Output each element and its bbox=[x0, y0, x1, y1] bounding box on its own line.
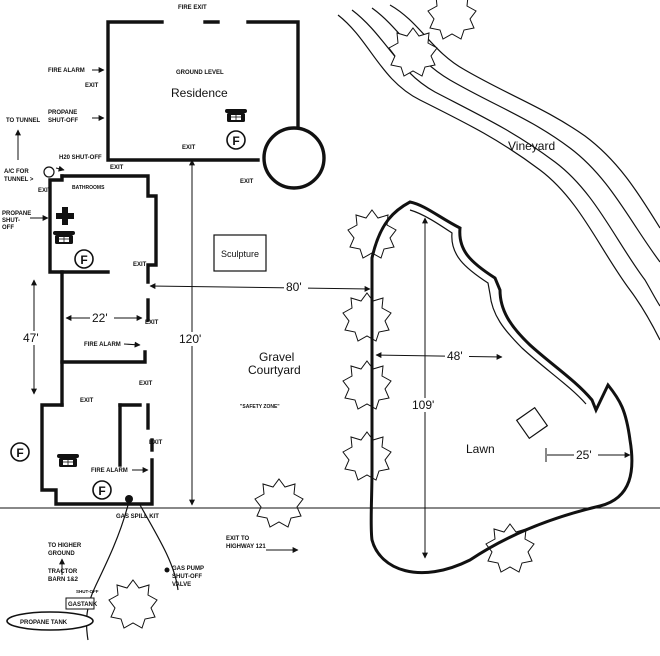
ground-level-label: GROUND LEVEL bbox=[176, 70, 224, 76]
dimension-47: 47' bbox=[23, 331, 39, 345]
tree-icon bbox=[342, 292, 392, 342]
gas-spill-kit-label: GAS SPILL KIT bbox=[116, 514, 159, 520]
ac-tunnel-1: A/C FOR bbox=[4, 169, 29, 175]
first-aid-cross-icon bbox=[56, 207, 74, 225]
fire-extinguisher-icon: F bbox=[10, 442, 30, 462]
propane-shutoff-left-1: PROPANE bbox=[2, 211, 31, 217]
sculpture-label: Sculpture bbox=[221, 249, 259, 259]
dimension-48: 48' bbox=[447, 349, 463, 363]
fire-alarm-bottom: FIRE ALARM bbox=[91, 468, 128, 474]
tree-icon bbox=[485, 523, 535, 573]
fire-alarm-mid: FIRE ALARM bbox=[84, 342, 121, 348]
lawn-boundary bbox=[369, 200, 634, 575]
residence-building bbox=[106, 20, 326, 190]
sculpture-box bbox=[213, 234, 267, 272]
fire-alarm-label: FIRE ALARM bbox=[48, 68, 85, 74]
exit-22: EXIT bbox=[145, 320, 159, 326]
tree-icon bbox=[342, 360, 392, 410]
ac-unit-icon bbox=[43, 166, 55, 178]
dimension-25: 25' bbox=[576, 448, 592, 462]
exit-bath-left: EXIT bbox=[38, 188, 52, 194]
telephone-icon bbox=[56, 453, 80, 468]
svg-text:F: F bbox=[80, 253, 87, 267]
exit-left-lower: EXIT bbox=[80, 398, 94, 404]
propane-tank-shape bbox=[6, 611, 94, 631]
safety-zone-label: "SAFETY ZONE" bbox=[240, 404, 280, 410]
dimension-120: 120' bbox=[179, 332, 201, 346]
svg-text:F: F bbox=[16, 446, 23, 460]
h2o-shutoff-label: H20 SHUT-OFF bbox=[59, 155, 102, 161]
to-tunnel-label: TO TUNNEL bbox=[6, 118, 41, 124]
vineyard-label: Vineyard bbox=[508, 139, 555, 153]
exit-bath-top: EXIT bbox=[110, 165, 124, 171]
gastank-box bbox=[65, 597, 95, 610]
dimension-109: 109' bbox=[412, 398, 434, 412]
gas-pump-3: VALVE bbox=[172, 582, 191, 588]
telephone-icon bbox=[52, 230, 76, 245]
gravel-label: Gravel bbox=[259, 350, 294, 364]
fire-extinguisher-icon: F bbox=[92, 480, 112, 500]
to-higher-ground-1: TO HIGHER bbox=[48, 543, 82, 549]
propane-shutoff-left-3: OFF bbox=[2, 225, 14, 231]
propane-tank-label: PROPANE TANK bbox=[20, 620, 68, 626]
svg-text:F: F bbox=[98, 484, 105, 498]
exit-right-lower: EXIT bbox=[149, 440, 163, 446]
exit-mid: EXIT bbox=[133, 262, 147, 268]
propane-shutoff-top-1: PROPANE bbox=[48, 110, 77, 116]
to-higher-ground-2: GROUND bbox=[48, 551, 75, 557]
fire-extinguisher-icon: F bbox=[226, 130, 246, 150]
fire-extinguisher-icon: F bbox=[74, 249, 94, 269]
ac-tunnel-2: TUNNEL > bbox=[4, 177, 34, 183]
fire-exit-label: FIRE EXIT bbox=[178, 5, 207, 11]
residence-label: Residence bbox=[171, 86, 228, 100]
lawn-label: Lawn bbox=[466, 442, 495, 456]
dimension-22: 22' bbox=[92, 311, 108, 325]
gas-pump-1: GAS PUMP bbox=[172, 566, 204, 572]
courtyard-label: Courtyard bbox=[248, 363, 301, 377]
exit-residence-bottom: EXIT bbox=[182, 145, 196, 151]
dimension-80: 80' bbox=[286, 280, 302, 294]
tree-icon bbox=[342, 431, 392, 481]
tractor-barn-2: BARN 1&2 bbox=[48, 577, 79, 583]
exit-highway-1: EXIT TO bbox=[226, 536, 250, 542]
telephone-icon bbox=[224, 108, 248, 123]
ground-line bbox=[0, 504, 660, 641]
tree-icon bbox=[388, 27, 438, 77]
propane-shutoff-left-2: SHUT- bbox=[2, 218, 20, 224]
exit-lower: EXIT bbox=[139, 381, 153, 387]
tractor-barn-1: TRACTOR bbox=[48, 569, 78, 575]
gas-pump-valve-icon bbox=[164, 567, 170, 573]
left-building bbox=[40, 174, 158, 506]
shut-off-small: SHUT-OFF bbox=[76, 589, 99, 594]
exit-circle: EXIT bbox=[240, 179, 254, 185]
gastank-label: GASTANK bbox=[68, 602, 98, 608]
tree-icon bbox=[254, 478, 304, 528]
exit-residence-left: EXIT bbox=[85, 83, 99, 89]
propane-shutoff-top-2: SHUT-OFF bbox=[48, 118, 78, 124]
exit-highway-2: HIGHWAY 121 bbox=[226, 544, 266, 550]
bathrooms-label: BATHROOMS bbox=[72, 185, 105, 191]
gas-pump-2: SHUT-OFF bbox=[172, 574, 202, 580]
tree-icon bbox=[108, 579, 158, 629]
svg-text:F: F bbox=[232, 134, 239, 148]
gas-spill-kit-icon bbox=[125, 495, 133, 503]
tree-icon bbox=[427, 0, 477, 40]
